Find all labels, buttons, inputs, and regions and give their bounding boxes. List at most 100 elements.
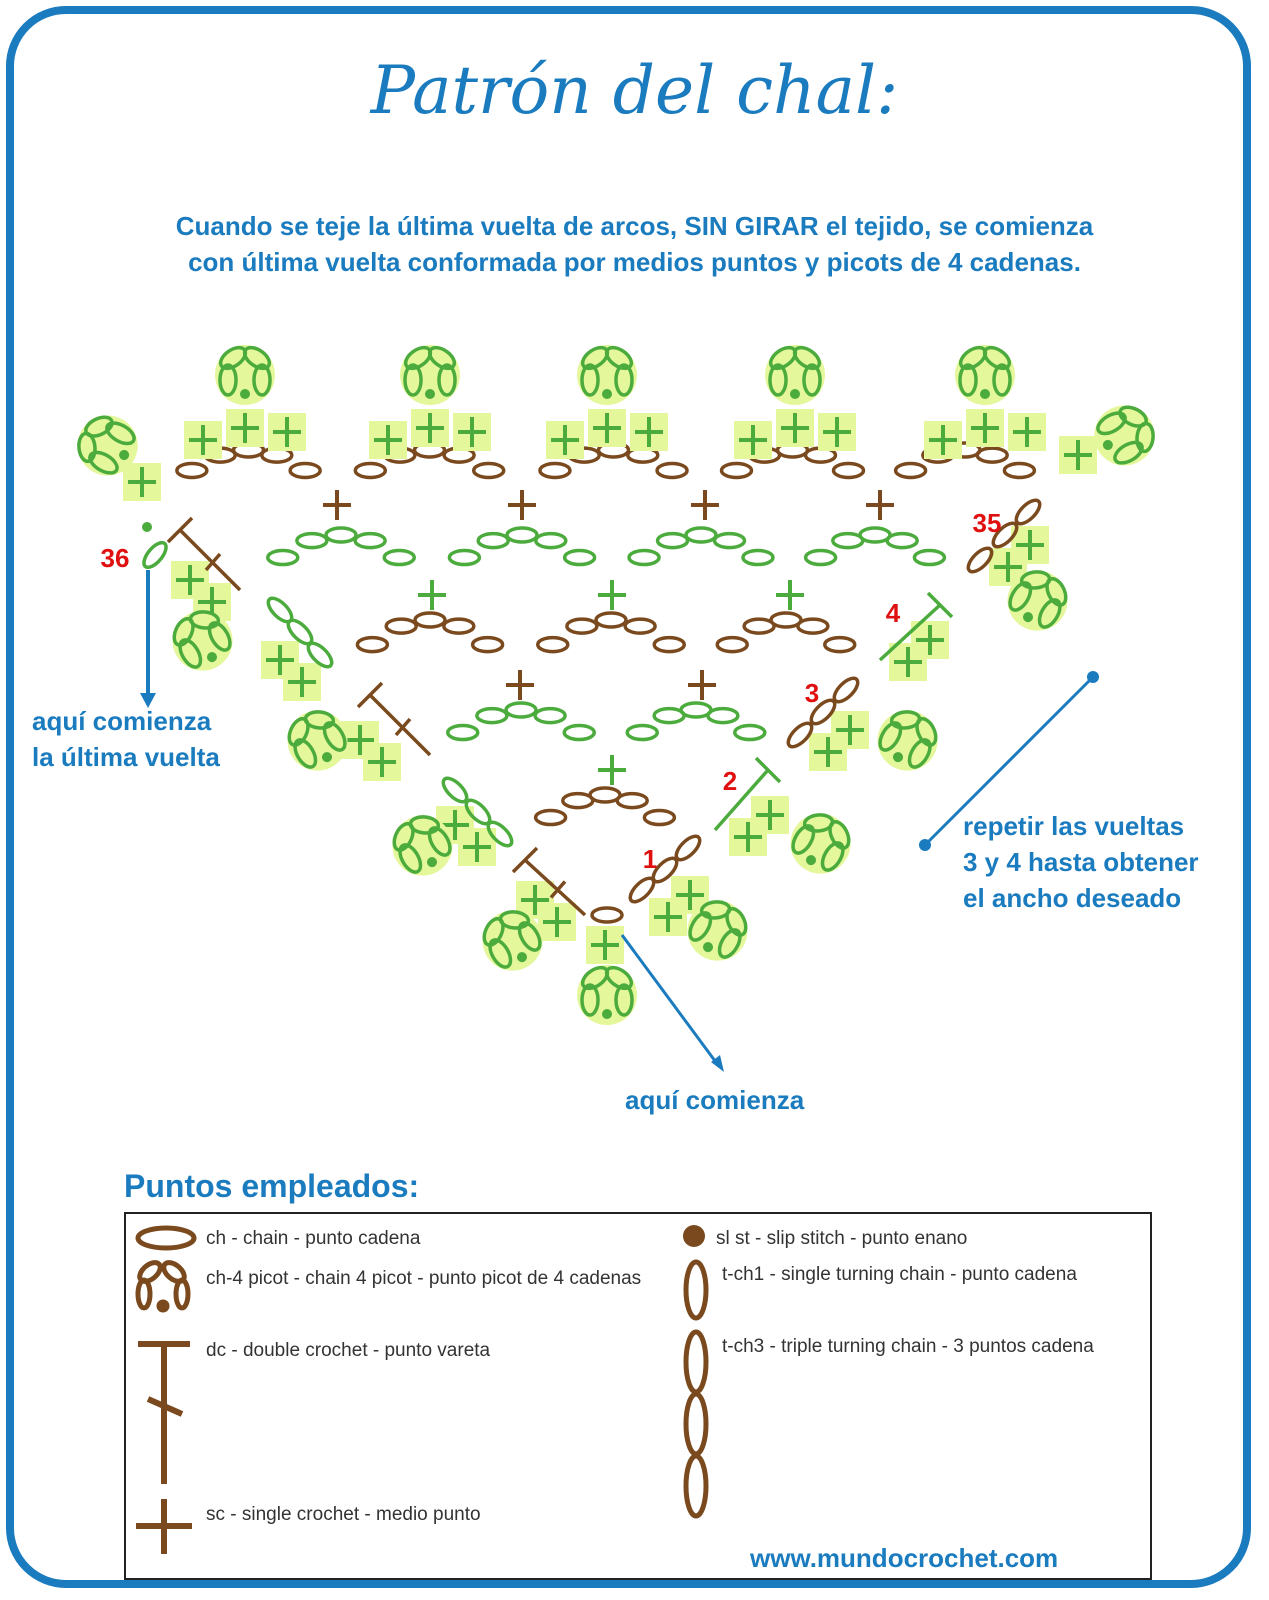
chain-stitch — [175, 461, 209, 480]
picot-part — [1102, 440, 1113, 450]
chain-stitch — [142, 540, 168, 570]
pointer-dot — [1087, 671, 1099, 683]
chain-stitch — [975, 446, 1009, 464]
picot — [877, 710, 938, 771]
picot-part — [105, 421, 136, 446]
picot-part — [915, 717, 938, 747]
picot — [577, 345, 637, 405]
picot-part — [602, 1009, 612, 1019]
single-crochet — [441, 810, 469, 840]
start-label: aquí comienza — [625, 1085, 805, 1115]
single-crochet — [1064, 440, 1092, 470]
legend-symbols — [135, 1225, 709, 1554]
picot-part — [322, 721, 347, 752]
row-number: 4 — [886, 598, 901, 628]
picot-part — [517, 952, 527, 963]
picot-part — [580, 983, 600, 1017]
single-crochet — [231, 413, 259, 443]
picot — [687, 900, 748, 961]
chain-stitch — [651, 856, 679, 884]
picot-part — [425, 389, 435, 399]
instruction-line: Cuando se teje la última vuelta de arcos… — [175, 211, 1094, 241]
single-crochet — [508, 490, 536, 520]
single-turning-chain-icon — [683, 1259, 709, 1321]
chain-icon — [135, 1225, 197, 1251]
picot — [482, 910, 543, 971]
single-crochet — [734, 822, 762, 852]
single-crochet — [739, 425, 767, 455]
row-number: 2 — [723, 766, 737, 796]
chain-stitch — [912, 548, 947, 567]
chain-stitch — [504, 701, 538, 719]
picot-part — [403, 363, 423, 397]
chain-stitch — [803, 548, 838, 567]
picot — [287, 710, 348, 771]
picot-part — [293, 738, 318, 769]
legend-box: ch - chain - punto cadena ch-4 picot - c… — [124, 1212, 1152, 1580]
picot-part — [878, 721, 903, 752]
chain-stitch — [627, 548, 661, 567]
chain-stitch — [324, 526, 358, 544]
single-crochet — [323, 490, 351, 520]
picot-part — [907, 738, 932, 769]
chain-stitch — [652, 635, 686, 654]
picot-part — [84, 415, 114, 438]
chain-stitch — [382, 548, 416, 567]
arrow-head — [140, 693, 156, 708]
double-crochet-icon — [138, 1341, 190, 1484]
picot — [392, 815, 453, 876]
chain-stitch — [533, 808, 568, 827]
single-crochet — [994, 552, 1022, 582]
picot-part — [614, 363, 634, 397]
picot-part — [688, 911, 713, 942]
picot-part — [790, 389, 800, 399]
picot-part — [602, 389, 612, 399]
chain-stitch — [288, 461, 322, 480]
single-crochet — [543, 907, 571, 937]
chain-stitch — [674, 834, 702, 862]
picot-part — [604, 345, 634, 371]
chain-stitch — [486, 820, 514, 848]
picot-part — [188, 610, 221, 630]
chain-stitch — [442, 617, 476, 635]
picot-part — [1045, 577, 1068, 607]
single-crochet — [189, 425, 217, 455]
legend-item-picot: ch-4 picot - chain 4 picot - punto picot… — [206, 1268, 642, 1289]
single-crochet — [593, 413, 621, 443]
chain-stitch — [715, 635, 749, 654]
picot — [955, 345, 1015, 405]
picot-part — [119, 450, 130, 460]
chain-stitch — [355, 635, 390, 654]
single-crochet — [776, 580, 804, 610]
website-link[interactable]: www.mundocrochet.com — [750, 1543, 1059, 1573]
single-crochet — [691, 490, 719, 520]
chain-stitch — [615, 791, 649, 810]
legend-item-dc: dc - double crochet - punto vareta — [206, 1340, 491, 1361]
repeat-label: repetir las vueltas 3 y 4 hasta obtener … — [963, 808, 1199, 916]
row-number: 3 — [805, 678, 819, 708]
chain-stitch — [625, 723, 659, 742]
instructions: Cuando se teje la última vuelta de arcos… — [0, 208, 1269, 280]
picot — [577, 965, 637, 1025]
last-round-label: aquí comienza la última vuelta — [32, 703, 220, 775]
picot-part — [1037, 598, 1062, 629]
slip-stitch — [142, 522, 152, 532]
chain-stitch — [475, 706, 509, 725]
double-crochet — [166, 516, 242, 592]
single-crochet — [458, 417, 486, 447]
chain-stitch — [266, 548, 300, 567]
single-crochet — [654, 902, 682, 932]
chain-stitch — [741, 548, 775, 567]
chain-stitch — [538, 461, 572, 480]
picot-part — [893, 752, 903, 763]
chain-stitch — [470, 635, 505, 654]
chain-stitch — [384, 617, 418, 635]
single-crochet — [814, 737, 842, 767]
picot-part — [992, 363, 1012, 397]
chain-stitch — [809, 698, 837, 726]
chain-stitch — [562, 723, 596, 742]
chain-stitch — [684, 526, 718, 544]
picot-part — [982, 345, 1012, 371]
picot-part — [88, 450, 119, 475]
